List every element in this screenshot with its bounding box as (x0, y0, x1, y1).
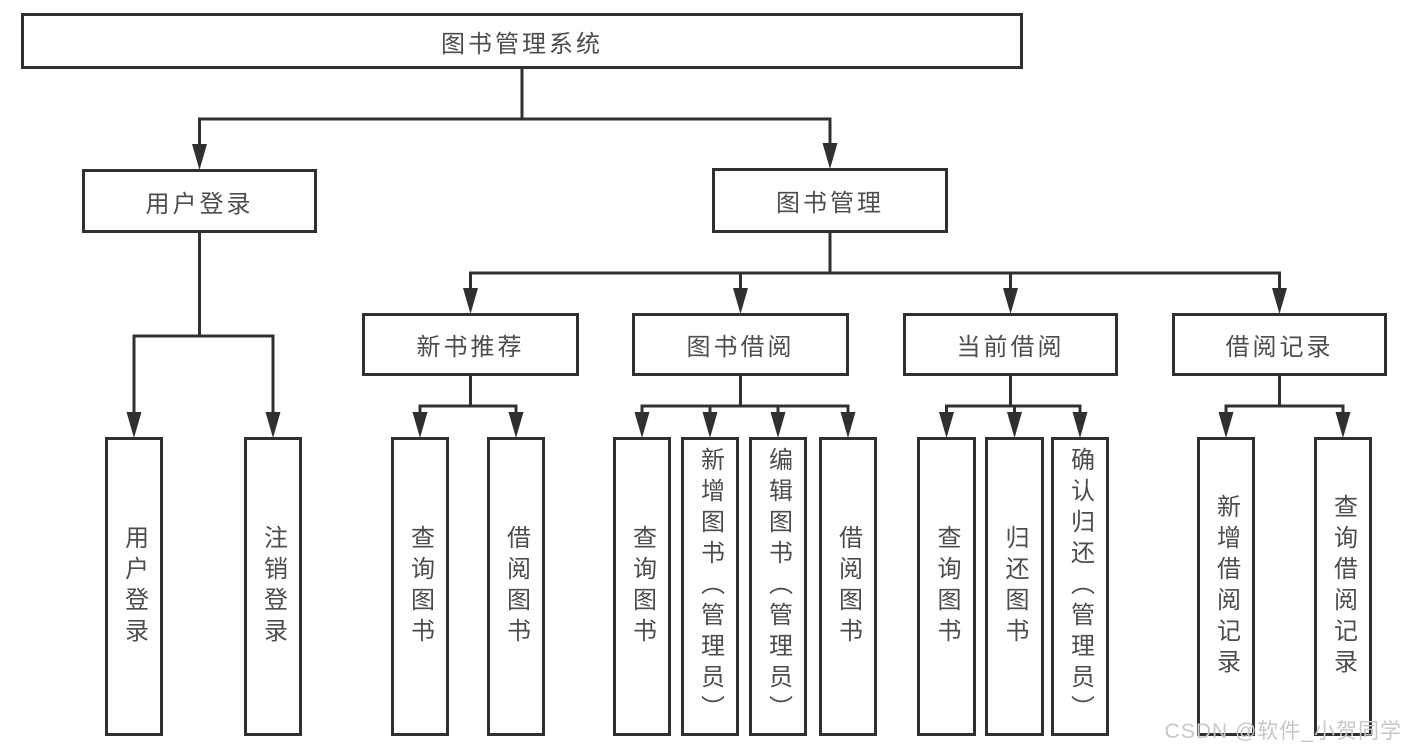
node-borrow-records: 借阅记录 (1172, 313, 1387, 376)
node-label-leaf-bb-borrow-book: 借阅图书 (834, 524, 862, 649)
node-leaf-br-query-record: 查询借阅记录 (1314, 437, 1372, 736)
node-leaf-logout: 注销登录 (244, 437, 302, 736)
node-label-book-mgmt: 图书管理 (776, 190, 884, 217)
node-leaf-bb-query-book: 查询图书 (613, 437, 671, 736)
node-label-leaf-bb-add-book: 新增图书（管理员） (696, 447, 724, 726)
node-label-root: 图书管理系统 (441, 30, 603, 58)
node-user-login: 用户登录 (82, 169, 317, 233)
node-label-borrow-records: 借阅记录 (1225, 334, 1334, 361)
node-leaf-user-login: 用户登录 (105, 437, 163, 736)
node-leaf-bb-borrow-book: 借阅图书 (819, 437, 877, 736)
node-label-leaf-nbr-borrow-book: 借阅图书 (502, 524, 530, 649)
node-label-leaf-nbr-query-book: 查询图书 (406, 524, 434, 649)
watermark-text: CSDN @软件_小贺同学 (1164, 720, 1402, 743)
node-leaf-bb-edit-book: 编辑图书（管理员） (749, 437, 807, 736)
node-label-leaf-cb-query-book: 查询图书 (933, 524, 960, 649)
node-label-leaf-cb-confirm-return: 确认归还（管理员） (1066, 447, 1094, 726)
node-label-leaf-bb-query-book: 查询图书 (628, 524, 656, 649)
node-label-leaf-user-login: 用户登录 (120, 524, 148, 649)
node-label-leaf-bb-edit-book: 编辑图书（管理员） (764, 447, 792, 726)
node-book-borrow: 图书借阅 (632, 313, 849, 376)
node-leaf-nbr-query-book: 查询图书 (391, 437, 449, 736)
node-leaf-nbr-borrow-book: 借阅图书 (487, 437, 545, 736)
node-label-leaf-br-add-record: 新增借阅记录 (1212, 493, 1240, 680)
node-leaf-br-add-record: 新增借阅记录 (1197, 437, 1255, 736)
node-label-current-borrow: 当前借阅 (956, 334, 1065, 361)
node-leaf-cb-query-book: 查询图书 (917, 437, 976, 736)
node-root: 图书管理系统 (21, 13, 1023, 69)
node-label-leaf-logout: 注销登录 (259, 524, 287, 649)
node-book-mgmt: 图书管理 (712, 168, 948, 233)
node-leaf-bb-add-book: 新增图书（管理员） (681, 437, 739, 736)
node-label-user-login: 用户登录 (145, 190, 254, 218)
node-label-leaf-br-query-record: 查询借阅记录 (1329, 493, 1357, 680)
node-leaf-cb-confirm-return: 确认归还（管理员） (1051, 437, 1109, 736)
node-leaf-cb-return-book: 归还图书 (985, 437, 1044, 736)
node-label-leaf-cb-return-book: 归还图书 (1001, 524, 1028, 649)
node-current-borrow: 当前借阅 (903, 313, 1118, 376)
node-new-book-rec: 新书推荐 (362, 313, 579, 376)
node-label-new-book-rec: 新书推荐 (416, 334, 525, 361)
node-label-book-borrow: 图书借阅 (686, 334, 795, 361)
